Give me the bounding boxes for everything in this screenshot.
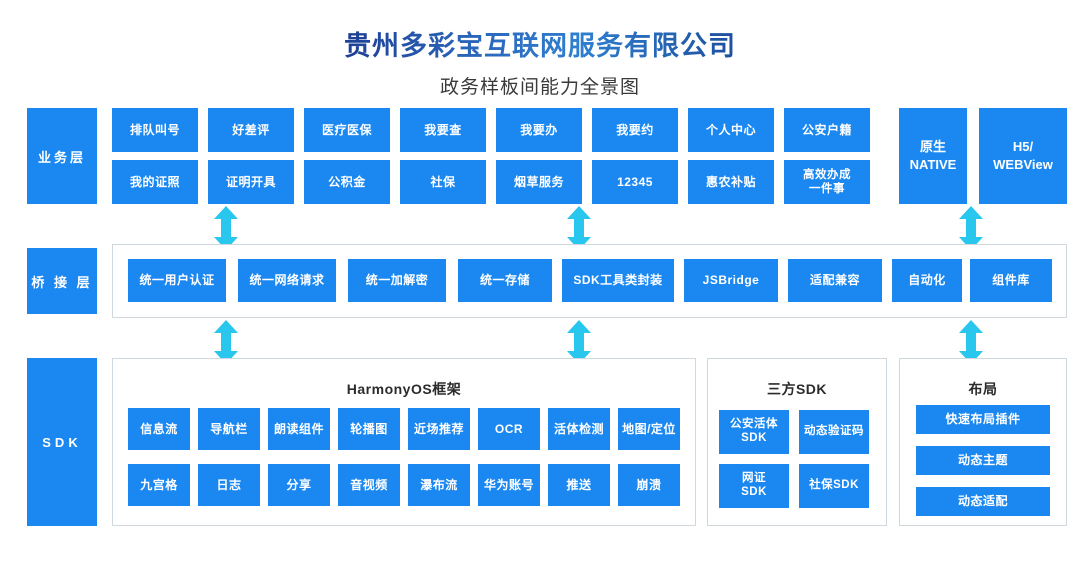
layer-label-bridge: 桥 接 层	[27, 248, 97, 314]
runtime-chip-0[interactable]: 原生 NATIVE	[899, 108, 967, 204]
harmony-chip-row1-2[interactable]: 朗读组件	[268, 408, 330, 450]
harmony-chip-row2-5[interactable]: 华为账号	[478, 464, 540, 506]
harmony-chip-row2-4[interactable]: 瀑布流	[408, 464, 470, 506]
business-chip-row1-2[interactable]: 医疗医保	[304, 108, 390, 152]
arrow-business-bridge-left	[213, 206, 239, 250]
harmonyos-framework-title: HarmonyOS框架	[346, 381, 462, 397]
bridge-chip-8[interactable]: 组件库	[970, 259, 1052, 302]
business-chip-row2-4[interactable]: 烟草服务	[496, 160, 582, 204]
arrow-business-bridge-center	[566, 206, 592, 250]
harmony-chip-row1-3[interactable]: 轮播图	[338, 408, 400, 450]
business-chip-row2-0[interactable]: 我的证照	[112, 160, 198, 204]
bridge-chip-1[interactable]: 统一网络请求	[238, 259, 336, 302]
arrow-business-bridge-right	[958, 206, 984, 250]
business-chip-row1-6[interactable]: 个人中心	[688, 108, 774, 152]
thirdparty-chip-1[interactable]: 动态验证码	[799, 410, 869, 454]
harmony-chip-row1-1[interactable]: 导航栏	[198, 408, 260, 450]
page-title: 贵州多彩宝互联网服务有限公司	[344, 24, 736, 63]
business-chip-row2-3[interactable]: 社保	[400, 160, 486, 204]
thirdparty-sdk-title: 三方SDK	[766, 381, 828, 397]
layout-chip-1[interactable]: 动态主题	[916, 446, 1050, 475]
business-chip-row2-6[interactable]: 惠农补贴	[688, 160, 774, 204]
thirdparty-chip-2[interactable]: 网证 SDK	[719, 464, 789, 508]
arrow-bridge-sdk-right	[958, 320, 984, 364]
page-subtitle: 政务样板间能力全景图	[439, 77, 640, 98]
bridge-chip-5[interactable]: JSBridge	[684, 259, 778, 302]
business-chip-row1-7[interactable]: 公安户籍	[784, 108, 870, 152]
harmony-chip-row2-2[interactable]: 分享	[268, 464, 330, 506]
layout-chip-2[interactable]: 动态适配	[916, 487, 1050, 516]
harmony-chip-row1-5[interactable]: OCR	[478, 408, 540, 450]
bridge-chip-2[interactable]: 统一加解密	[348, 259, 446, 302]
bridge-chip-4[interactable]: SDK工具类封装	[562, 259, 674, 302]
business-chip-row1-4[interactable]: 我要办	[496, 108, 582, 152]
harmony-chip-row2-1[interactable]: 日志	[198, 464, 260, 506]
arrow-bridge-sdk-center	[566, 320, 592, 364]
arrow-bridge-sdk-left	[213, 320, 239, 364]
layout-panel-title: 布局	[968, 381, 998, 397]
thirdparty-chip-3[interactable]: 社保SDK	[799, 464, 869, 508]
business-chip-row1-3[interactable]: 我要查	[400, 108, 486, 152]
page-header: 贵州多彩宝互联网服务有限公司 政务样板间能力全景图	[0, 24, 1080, 99]
layer-label-business: 业务层	[27, 108, 97, 204]
business-chip-row2-7[interactable]: 高效办成 一件事	[784, 160, 870, 204]
bridge-chip-0[interactable]: 统一用户认证	[128, 259, 226, 302]
bridge-chip-6[interactable]: 适配兼容	[788, 259, 882, 302]
harmony-chip-row2-0[interactable]: 九宫格	[128, 464, 190, 506]
harmony-chip-row1-4[interactable]: 近场推荐	[408, 408, 470, 450]
harmony-chip-row2-7[interactable]: 崩溃	[618, 464, 680, 506]
harmony-chip-row2-6[interactable]: 推送	[548, 464, 610, 506]
harmony-chip-row1-6[interactable]: 活体检测	[548, 408, 610, 450]
business-chip-row1-1[interactable]: 好差评	[208, 108, 294, 152]
bridge-chip-3[interactable]: 统一存储	[458, 259, 552, 302]
bridge-chip-7[interactable]: 自动化	[892, 259, 962, 302]
business-chip-row2-1[interactable]: 证明开具	[208, 160, 294, 204]
harmony-chip-row1-7[interactable]: 地图/定位	[618, 408, 680, 450]
layer-label-sdk: SDK	[27, 358, 97, 526]
thirdparty-chip-0[interactable]: 公安活体 SDK	[719, 410, 789, 454]
business-chip-row1-0[interactable]: 排队叫号	[112, 108, 198, 152]
business-chip-row2-2[interactable]: 公积金	[304, 160, 390, 204]
business-chip-row1-5[interactable]: 我要约	[592, 108, 678, 152]
harmony-chip-row1-0[interactable]: 信息流	[128, 408, 190, 450]
business-chip-row2-5[interactable]: 12345	[592, 160, 678, 204]
runtime-chip-1[interactable]: H5/ WEBView	[979, 108, 1067, 204]
harmony-chip-row2-3[interactable]: 音视频	[338, 464, 400, 506]
layout-chip-0[interactable]: 快速布局插件	[916, 405, 1050, 434]
